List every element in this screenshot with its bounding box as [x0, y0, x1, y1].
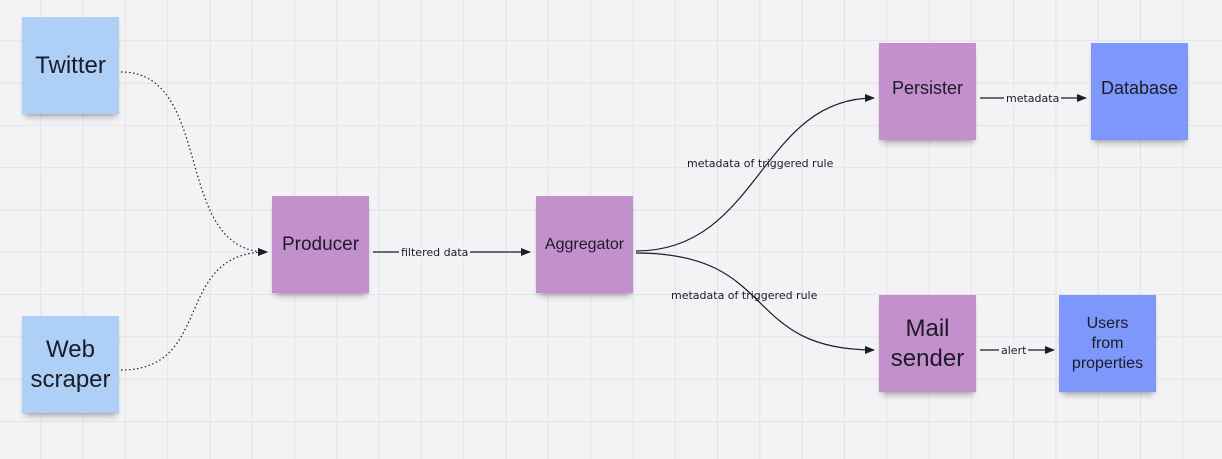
edge-label-metadata: metadata [1004, 92, 1062, 105]
connector-aggregator-to-persister[interactable] [635, 94, 875, 252]
twitter-note[interactable]: Twitter [22, 17, 119, 114]
producer-label: Producer [281, 233, 360, 255]
persister-label: Persister [891, 78, 963, 98]
persister-note[interactable]: Persister [879, 43, 976, 140]
connector-web-scraper-to-producer[interactable] [120, 248, 268, 371]
connector-aggregator-to-mail-sender[interactable] [635, 252, 875, 354]
aggregator-note[interactable]: Aggregator [536, 196, 633, 293]
mail-sender-note[interactable]: Mail sender [879, 295, 976, 392]
database-note[interactable]: Database [1091, 43, 1188, 140]
edge-label-to-mail-sender: metadata of triggered rule [671, 289, 818, 302]
users-note[interactable]: Users from properties [1059, 295, 1156, 392]
connector-twitter-to-producer[interactable] [120, 71, 268, 256]
mail-sender-label: Mail sender [890, 314, 965, 372]
edge-label-alert: alert [999, 344, 1029, 357]
users-label: Users from properties [1071, 314, 1144, 372]
twitter-label: Twitter [35, 51, 106, 79]
edge-label-filtered-data: filtered data [399, 246, 471, 259]
web-scraper-note[interactable]: Web scraper [22, 316, 119, 413]
database-label: Database [1100, 78, 1179, 98]
producer-note[interactable]: Producer [272, 196, 369, 293]
aggregator-label: Aggregator [544, 235, 625, 253]
edge-label-to-persister: metadata of triggered rule [687, 157, 834, 170]
web-scraper-label: Web scraper [30, 335, 111, 393]
